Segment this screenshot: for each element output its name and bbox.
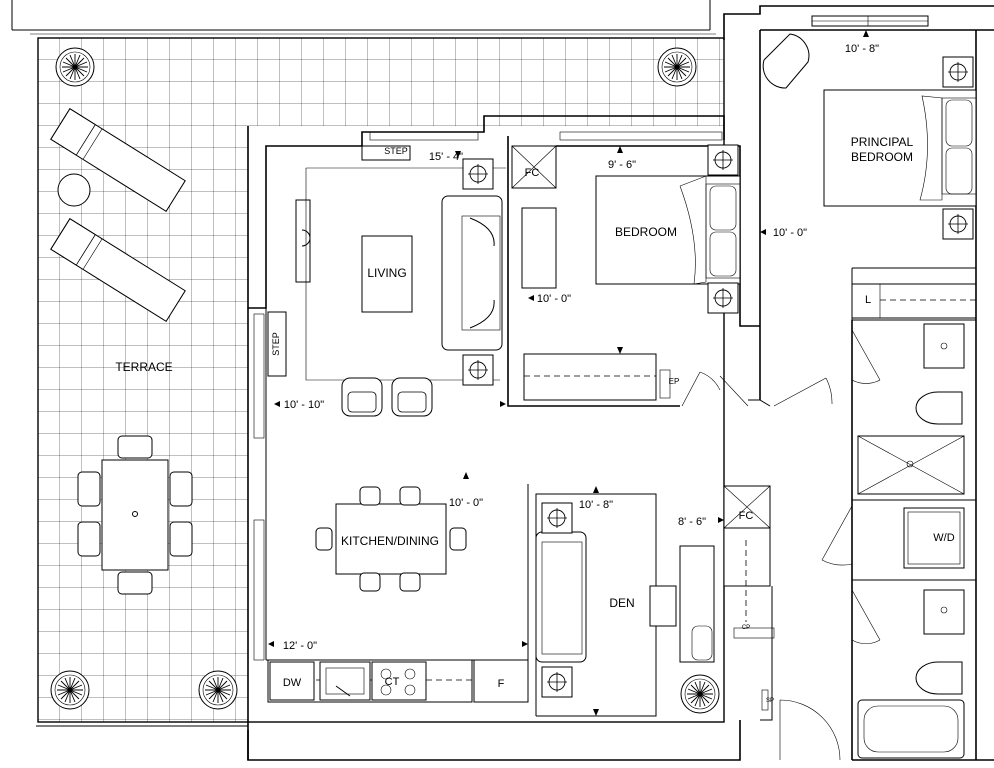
electrical-panel-label: EP: [669, 377, 680, 386]
dim-den-depth: 8' - 6": [678, 516, 706, 528]
dim-kitchen-width: 12' - 0": [283, 640, 317, 652]
dim-living-depth: 10' - 10": [284, 399, 324, 411]
step-label-side: STEP: [271, 332, 281, 356]
sp-label: SP: [766, 698, 774, 704]
dim-bedroom-depth: 10' - 0": [537, 293, 571, 305]
fireplace-left-label: FC: [525, 167, 540, 179]
kitchen-furniture: [267, 486, 529, 703]
room-label-kitchen-dining: KITCHEN/DINING: [341, 534, 439, 548]
dim-kitchen-depth: 10' - 0": [449, 497, 483, 509]
room-label-bedroom: BEDROOM: [615, 225, 677, 239]
laundry-label: L: [865, 294, 871, 306]
bathroom-fixtures: [857, 323, 965, 759]
unit-walls: [247, 5, 994, 761]
windows: [369, 15, 929, 141]
living-furniture: [267, 145, 506, 417]
room-label-principal-bedroom-line1: PRINCIPAL: [851, 135, 914, 149]
terrace-furniture: [50, 47, 697, 710]
room-label-den: DEN: [609, 596, 634, 610]
bedroom-furniture: [511, 144, 741, 401]
fridge-label: F: [498, 678, 505, 690]
principal-furniture: [762, 33, 977, 319]
washer-dryer-label: W/D: [933, 532, 954, 544]
dishwasher-label: DW: [283, 677, 302, 689]
den-furniture: [535, 485, 775, 714]
dim-principal-depth: 10' - 0": [773, 227, 807, 239]
cp-label: CP: [742, 625, 750, 631]
step-label-top: STEP: [384, 146, 408, 156]
dim-den-width: 10' - 8": [579, 499, 613, 511]
dim-living-width: 15' - 4": [429, 151, 463, 163]
fireplace-right-label: FC: [739, 510, 754, 522]
dim-bedroom-width: 9' - 6": [608, 159, 636, 171]
dimension-arrows: [268, 30, 869, 716]
door-swings: [681, 329, 881, 761]
room-label-terrace: TERRACE: [115, 360, 172, 374]
room-label-principal-bedroom-line2: BEDROOM: [851, 150, 913, 164]
cooktop-label: CT: [385, 676, 400, 688]
room-label-living: LIVING: [367, 266, 406, 280]
dim-principal-width: 10' - 8": [845, 43, 879, 55]
